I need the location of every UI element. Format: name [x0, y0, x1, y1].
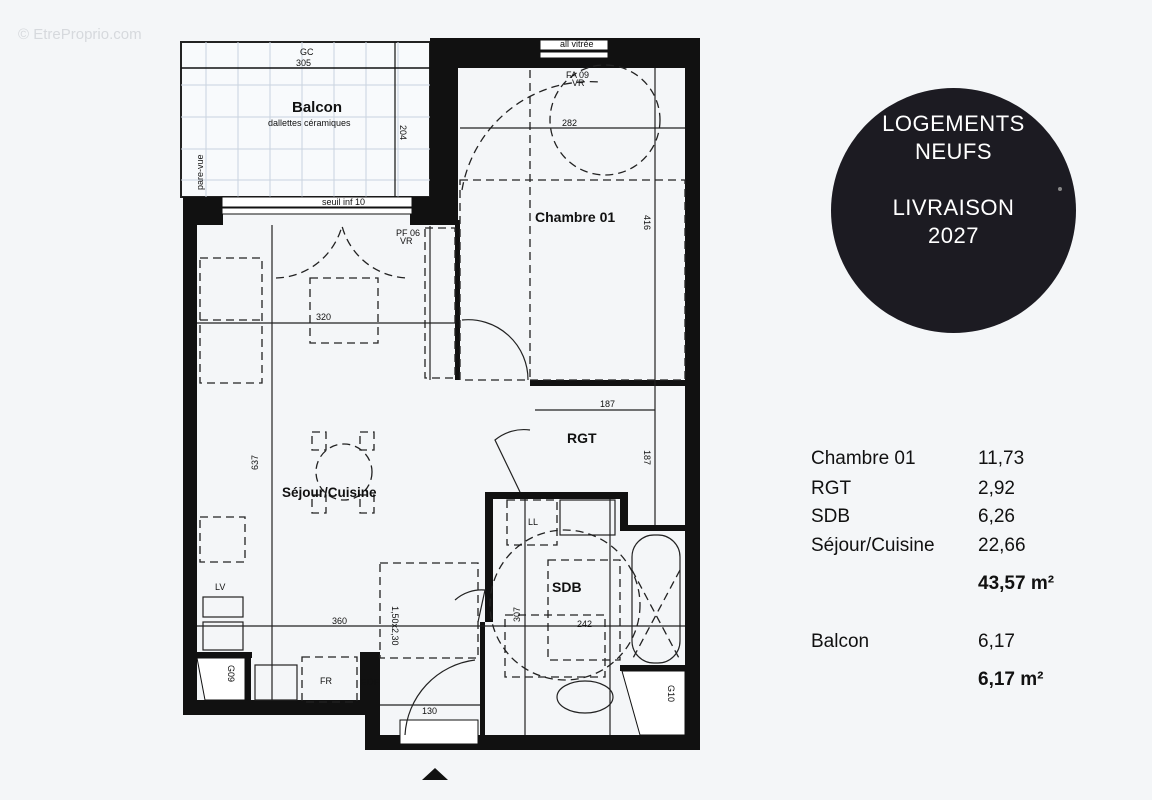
walls [183, 38, 700, 750]
room-rgt: RGT [567, 430, 597, 446]
watermark: © EtreProprio.com [18, 26, 142, 43]
badge-line4: 2027 [928, 223, 979, 248]
dim-307: 307 [512, 607, 522, 622]
label-all-vitree: all vitrée [560, 39, 594, 49]
label-lv: LV [215, 582, 225, 592]
label-gc: GC [300, 47, 314, 57]
room-balcon: Balcon [292, 99, 342, 116]
dim-187b: 187 [642, 450, 652, 465]
balcon-label: Balcon [811, 631, 870, 652]
row-value: 22,66 [978, 535, 1026, 556]
dim-416: 416 [642, 215, 652, 230]
row-label: Séjour/Cuisine [811, 535, 935, 556]
windows [221, 39, 609, 745]
badge-line1: LOGEMENTS [882, 111, 1025, 136]
label-ll: LL [528, 517, 538, 527]
label-turning-circle: 1,50x2,30 [390, 606, 400, 646]
dim-130: 130 [422, 706, 437, 716]
dim-320: 320 [316, 312, 331, 322]
badge-line2: NEUFS [914, 139, 993, 164]
label-fa: FA 09 [566, 70, 589, 80]
label-vr1: VR [572, 78, 585, 88]
label-fr: FR [320, 676, 332, 686]
dim-242: 242 [577, 619, 592, 629]
room-balcon-sub: dallettes céramiques [268, 118, 351, 128]
row-value: 6,26 [978, 506, 1015, 527]
dim-305: 305 [296, 58, 311, 68]
dim-282: 282 [562, 118, 577, 128]
label-g10: G10 [666, 685, 676, 702]
row-value: 11,73 [978, 448, 1025, 469]
label-pf: PF 06 [396, 228, 420, 238]
label-edf: EDF [361, 677, 380, 687]
room-chambre: Chambre 01 [535, 209, 615, 225]
dot [1058, 187, 1062, 191]
row-label: SDB [811, 506, 851, 527]
balcon-value: 6,17 [978, 631, 1015, 652]
dimensions: 305 204 282 416 320 637 187 187 360 307 … [250, 58, 652, 716]
interior-lines [197, 64, 686, 780]
dim-360: 360 [332, 616, 347, 626]
row-value: 2,92 [978, 478, 1015, 499]
label-seuil: seuil inf 10 [322, 197, 365, 207]
room-sdb: SDB [552, 579, 582, 595]
dim-187a: 187 [600, 399, 615, 409]
row-label: Chambre 01 [811, 448, 916, 469]
entrance-arrow-icon [422, 768, 448, 780]
row-label: RGT [811, 478, 852, 499]
balcon-total: 6,17 m² [978, 669, 1044, 690]
label-vr2: VR [400, 236, 413, 246]
label-g09: G09 [226, 665, 236, 682]
dim-204: 204 [398, 125, 408, 140]
room-sejour: Séjour/Cuisine [282, 485, 377, 500]
dim-637: 637 [250, 455, 260, 470]
delivery-badge: LOGEMENTS NEUFS LIVRAISON 2027 [831, 88, 1076, 333]
label-pare-vue: pare-vue [195, 154, 205, 190]
badge-line3: LIVRAISON [892, 195, 1015, 220]
total-surface: 43,57 m² [978, 573, 1055, 594]
